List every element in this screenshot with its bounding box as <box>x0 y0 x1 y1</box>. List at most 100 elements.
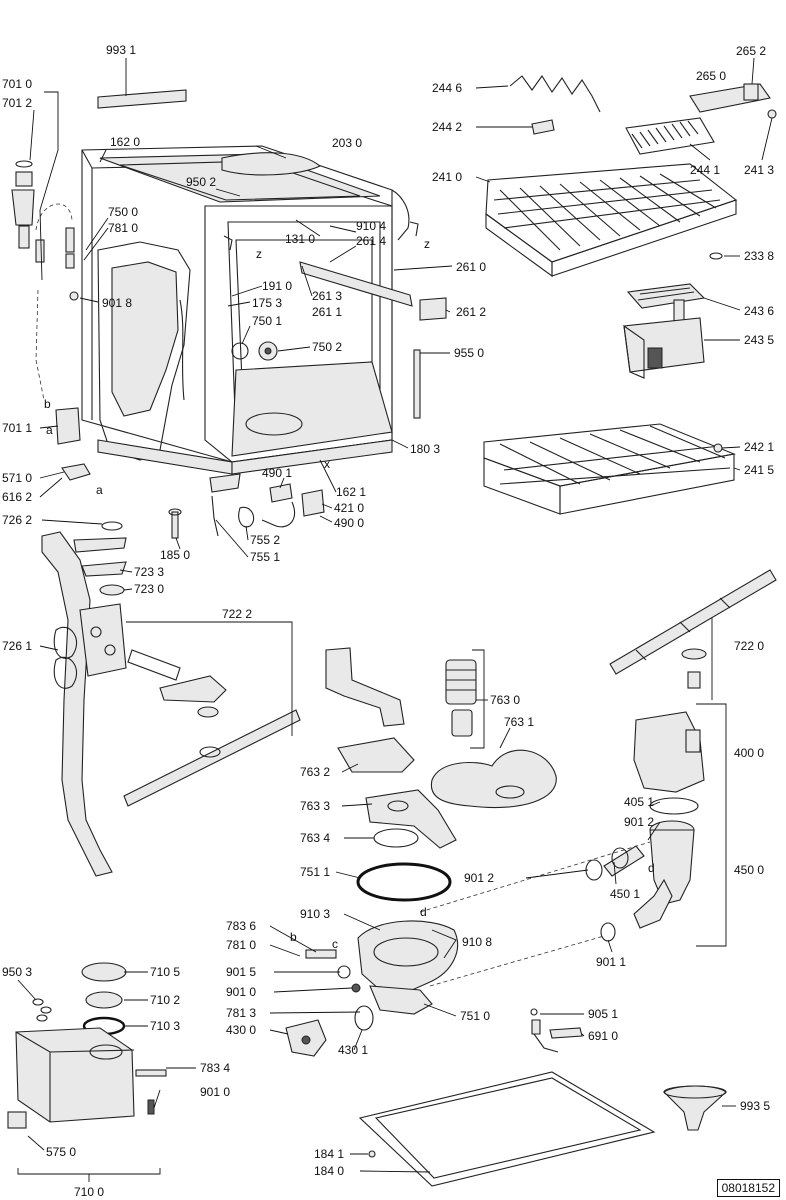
lower-basket-assembly <box>483 423 736 515</box>
callout-241-3: 241 3 <box>744 163 774 177</box>
callout-783-6: 783 6 <box>226 919 256 933</box>
mark-b-2: b <box>290 930 297 944</box>
callout-241-5: 241 5 <box>744 463 774 477</box>
callout-710-2: 710 2 <box>150 993 180 1007</box>
water-softener-assembly <box>7 962 167 1175</box>
callout-763-3: 763 3 <box>300 799 330 813</box>
callout-191-0: 191 0 <box>262 279 292 293</box>
callout-203-0: 203 0 <box>332 136 362 150</box>
callout-910-8: 910 8 <box>462 935 492 949</box>
callout-750-1: 750 1 <box>252 314 282 328</box>
callout-571-0: 571 0 <box>2 471 32 485</box>
leader-lines <box>17 57 773 1182</box>
callout-265-2: 265 2 <box>736 44 766 58</box>
callout-162-0: 162 0 <box>110 135 140 149</box>
misc-small-parts <box>530 1008 727 1131</box>
callout-723-0: 723 0 <box>134 582 164 596</box>
callout-950-3: 950 3 <box>2 965 32 979</box>
callout-243-5: 243 5 <box>744 333 774 347</box>
callout-430-0: 430 0 <box>226 1023 256 1037</box>
callout-955-0: 955 0 <box>454 346 484 360</box>
mark-z-2: z <box>424 237 430 251</box>
callout-763-2: 763 2 <box>300 765 330 779</box>
upper-basket-assembly <box>485 75 777 278</box>
callout-710-3: 710 3 <box>150 1019 180 1033</box>
callout-901-2a: 901 2 <box>624 815 654 829</box>
callout-450-0: 450 0 <box>734 863 764 877</box>
callout-701-0: 701 0 <box>2 77 32 91</box>
callout-901-8: 901 8 <box>102 296 132 310</box>
callout-490-0: 490 0 <box>334 516 364 530</box>
callout-905-1: 905 1 <box>588 1007 618 1021</box>
callout-910-4: 910 4 <box>356 219 386 233</box>
callout-244-6: 244 6 <box>432 81 462 95</box>
callout-950-2: 950 2 <box>186 175 216 189</box>
base-pan <box>358 1071 656 1187</box>
callout-701-1: 701 1 <box>2 421 32 435</box>
callout-261-2: 261 2 <box>456 305 486 319</box>
callout-993-5: 993 5 <box>740 1099 770 1113</box>
tub-assembly <box>81 89 447 475</box>
mark-a-2: a <box>96 483 103 497</box>
callout-242-1: 242 1 <box>744 440 774 454</box>
callout-241-0: 241 0 <box>432 170 462 184</box>
callout-616-2: 616 2 <box>2 490 32 504</box>
mark-c-1: c <box>332 937 338 951</box>
callout-162-1: 162 1 <box>336 485 366 499</box>
callout-755-1: 755 1 <box>250 550 280 564</box>
callout-400-0: 400 0 <box>734 746 764 760</box>
callout-750-2: 750 2 <box>312 340 342 354</box>
callout-450-1: 450 1 <box>610 887 640 901</box>
callout-691-0: 691 0 <box>588 1029 618 1043</box>
callout-722-2: 722 2 <box>222 607 252 621</box>
callout-261-3: 261 3 <box>312 289 342 303</box>
mark-d-1: d <box>420 905 427 919</box>
callout-701-2: 701 2 <box>2 96 32 110</box>
callout-763-1: 763 1 <box>504 715 534 729</box>
mark-a-1: a <box>46 423 53 437</box>
callout-244-1: 244 1 <box>690 163 720 177</box>
lower-spray-and-pump <box>419 569 777 987</box>
callout-243-6: 243 6 <box>744 304 774 318</box>
filter-assembly <box>325 647 557 902</box>
callout-750-0: 750 0 <box>108 205 138 219</box>
callout-184-0: 184 0 <box>314 1164 344 1178</box>
callout-244-2: 244 2 <box>432 120 462 134</box>
callout-783-4: 783 4 <box>200 1061 230 1075</box>
mark-x-1: x <box>324 457 330 471</box>
sump-assembly <box>285 920 459 1057</box>
callout-710-5: 710 5 <box>150 965 180 979</box>
callout-751-0: 751 0 <box>460 1009 490 1023</box>
callout-901-2b: 901 2 <box>464 871 494 885</box>
callout-labels: 993 1 701 0 701 2 162 0 203 0 950 2 750 … <box>2 43 774 1199</box>
callout-184-1: 184 1 <box>314 1147 344 1161</box>
callout-723-3: 723 3 <box>134 565 164 579</box>
callout-261-1: 261 1 <box>312 305 342 319</box>
mark-d-2: d <box>648 861 655 875</box>
callout-180-3: 180 3 <box>410 442 440 456</box>
callout-901-5: 901 5 <box>226 965 256 979</box>
callout-901-0a: 901 0 <box>226 985 256 999</box>
callout-233-8: 233 8 <box>744 249 774 263</box>
callout-993-1: 993 1 <box>106 43 136 57</box>
callout-910-3: 910 3 <box>300 907 330 921</box>
callout-405-1: 405 1 <box>624 795 654 809</box>
callout-430-1: 430 1 <box>338 1043 368 1057</box>
reference-letters: a b a z z x b c d d <box>44 237 655 951</box>
inlet-hose-parts <box>11 160 91 481</box>
callout-265-0: 265 0 <box>696 69 726 83</box>
document-number: 08018152 <box>716 1179 780 1197</box>
callout-575-0: 575 0 <box>46 1145 76 1159</box>
callout-763-4: 763 4 <box>300 831 330 845</box>
callout-261-4: 261 4 <box>356 234 386 248</box>
callout-781-0b: 781 0 <box>226 938 256 952</box>
callout-726-1: 726 1 <box>2 639 32 653</box>
tub-bottom-parts <box>168 473 325 539</box>
callout-131-0: 131 0 <box>285 232 315 246</box>
callout-710-0: 710 0 <box>74 1185 104 1199</box>
callout-261-0: 261 0 <box>456 260 486 274</box>
upper-spray-assembly <box>41 521 301 877</box>
callout-755-2: 755 2 <box>250 533 280 547</box>
cutlery-basket <box>623 283 706 379</box>
